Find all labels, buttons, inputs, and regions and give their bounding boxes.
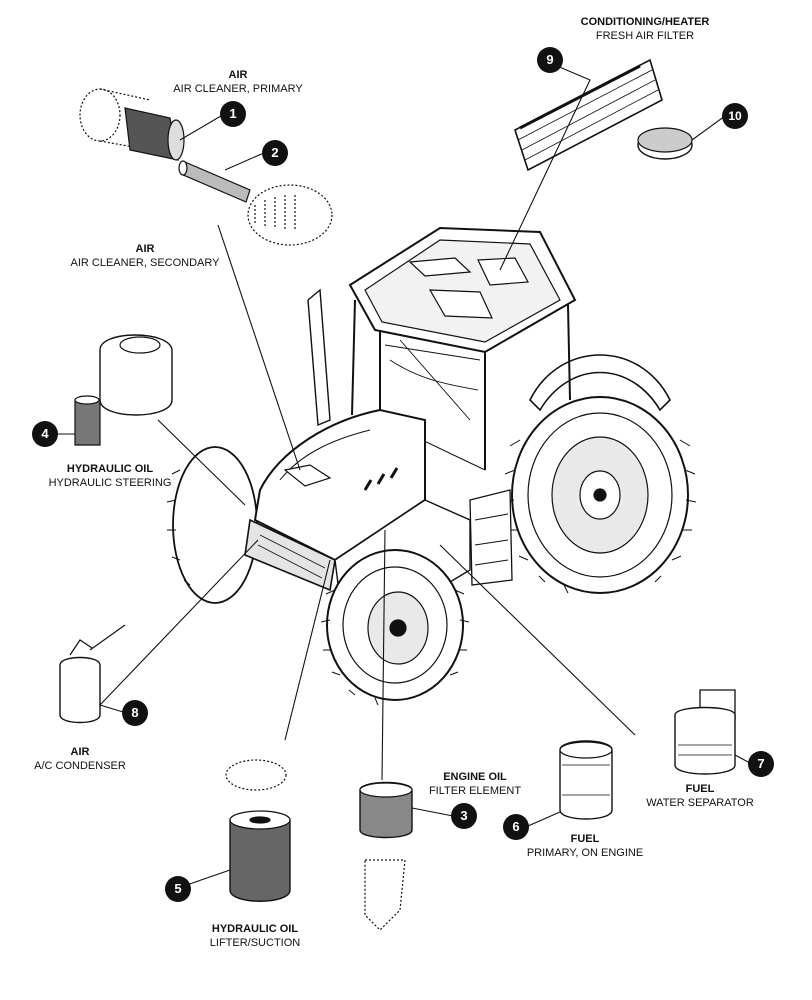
label-subtitle: PRIMARY, ON ENGINE [526,847,644,859]
air-cleaner-primary-part [79,88,185,161]
label-subtitle: HYDRAULIC STEERING [48,477,172,489]
callout-7: 7 [748,751,774,777]
label-subtitle: WATER SEPARATOR [646,797,754,809]
callout-1: 1 [220,101,246,127]
fresh-air-filter-part [514,58,663,172]
hydraulic-steering-parts [74,334,173,446]
callout-4: 4 [32,421,58,447]
engine-oil-filter-part [359,781,413,931]
label-engine-oil: ENGINE OIL FILTER ELEMENT [410,770,540,798]
hydraulic-lifter-part [225,759,291,902]
label-title: FUEL [570,833,600,845]
label-title: AIR [228,69,248,81]
leader-lines [58,59,751,889]
label-water-separator: FUEL WATER SEPARATOR [630,782,770,810]
cab-filter-disc-part [637,127,693,160]
label-fuel-primary: FUEL PRIMARY, ON ENGINE [510,832,660,860]
callout-5: 5 [165,876,191,902]
label-subtitle: FRESH AIR FILTER [595,30,695,42]
label-title: AIR [135,243,155,255]
tractor-illustration [166,226,697,706]
label-title: CONDITIONING/HEATER [580,16,710,28]
label-subtitle: FILTER ELEMENT [428,785,522,797]
label-subtitle: LIFTER/SUCTION [209,937,301,949]
label-hydraulic-lifter: HYDRAULIC OIL LIFTER/SUCTION [185,922,325,950]
callout-6: 6 [503,814,529,840]
callout-8: 8 [122,700,148,726]
callout-9: 9 [537,47,563,73]
label-air-cleaner-secondary: AIR AIR CLEANER, SECONDARY [60,242,230,270]
fuel-primary-filter-part [559,740,613,820]
label-hydraulic-steering: HYDRAULIC OIL HYDRAULIC STEERING [30,462,190,490]
label-title: FUEL [685,783,715,795]
label-title: ENGINE OIL [443,771,507,783]
air-cleaner-secondary-part [178,160,333,246]
callout-10: 10 [722,103,748,129]
label-subtitle: A/C CONDENSER [34,760,126,772]
water-separator-part [674,689,736,775]
callout-2: 2 [262,140,288,166]
label-ac-condenser: AIR A/C CONDENSER [15,745,145,773]
label-conditioning-heater: CONDITIONING/HEATER FRESH AIR FILTER [555,15,735,43]
label-air-cleaner-primary: AIR AIR CLEANER, PRIMARY [158,68,318,96]
label-subtitle: AIR CLEANER, SECONDARY [70,257,220,269]
label-title: HYDRAULIC OIL [66,463,154,475]
callout-3: 3 [451,803,477,829]
label-subtitle: AIR CLEANER, PRIMARY [173,83,303,95]
label-title: AIR [70,746,90,758]
ac-condenser-part [59,624,126,724]
label-title: HYDRAULIC OIL [211,923,299,935]
